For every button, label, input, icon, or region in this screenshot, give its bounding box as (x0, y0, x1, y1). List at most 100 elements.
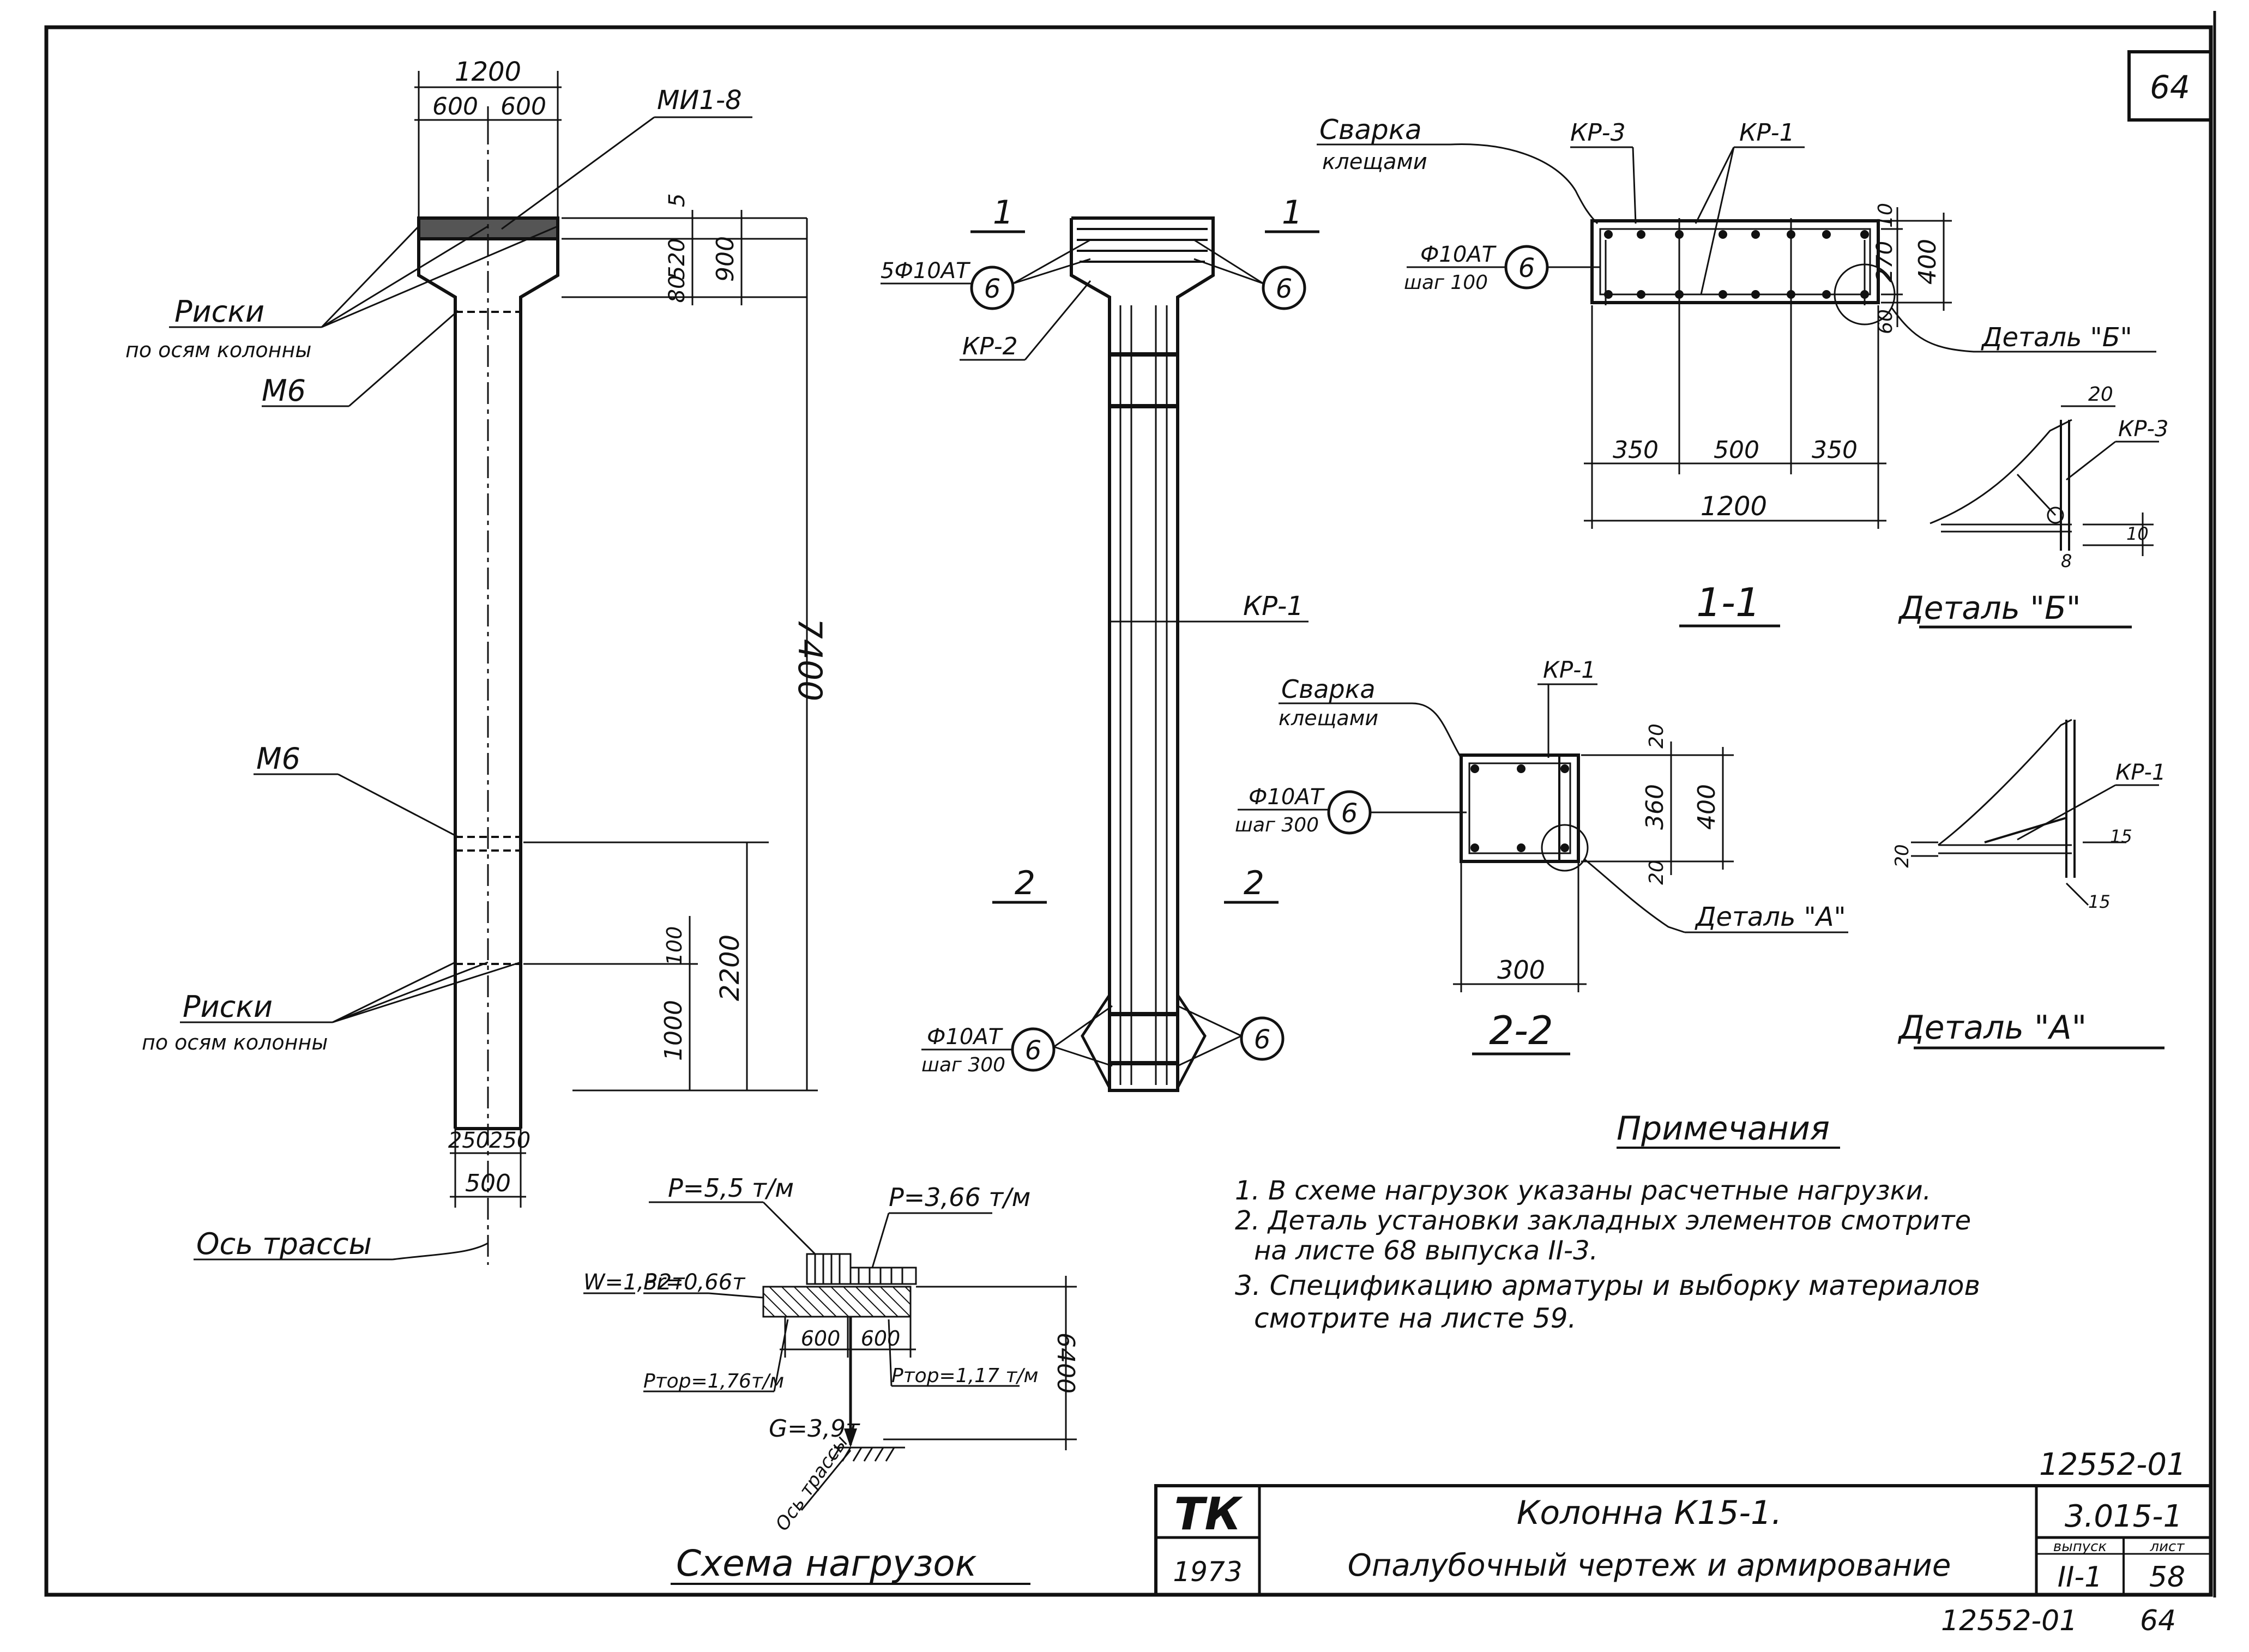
svg-text:6: 6 (1276, 274, 1293, 304)
risks-bottom-leaders (180, 961, 521, 1023)
title-code: 12552-01 (2039, 1447, 2186, 1482)
note-2b: на листе 68 выпуска II-3. (1254, 1235, 1598, 1266)
title-line1: Колонна К15-1. (1517, 1494, 1782, 1532)
load-dim-6400: 6400 (1052, 1333, 1080, 1394)
rebar-circle-bottom-left: 6 (1011, 1027, 1056, 1072)
svg-text:6: 6 (1518, 253, 1535, 284)
label-risks-bottom: Риски (183, 990, 273, 1024)
title-block: 12552-01 ТК 1973 Колонна К15-1. Опалубоч… (1154, 1447, 2212, 1596)
dim-head-a: 5 (665, 194, 690, 207)
label-weld-sub: клещами (1322, 149, 1427, 174)
dim-300-2-2: 300 (1497, 955, 1545, 985)
dim-1000: 1000 (660, 1000, 688, 1061)
rebar-circle-top-left: 6 (970, 266, 1015, 310)
section-mark-1-left: 1 (993, 194, 1014, 232)
note-3a: 3. Спецификацию арматуры и выборку матер… (1235, 1270, 1980, 1301)
dim-base-left: 250 (448, 1128, 490, 1153)
dim-top-left: 600 (432, 93, 478, 120)
dim-head-b: 520 (665, 238, 690, 280)
detail-a-dim-20: 20 (1891, 844, 1913, 867)
section-1-1-rebar-dots (1604, 230, 1869, 299)
dim-2200: 2200 (715, 934, 745, 1001)
rebar-circle-bottom-right: 6 (1240, 1016, 1285, 1061)
detail-b-dim-20: 20 (2088, 383, 2113, 406)
ground-hatch (800, 1446, 905, 1511)
dim-base-total: 500 (465, 1169, 511, 1197)
title-issue-value: II-1 (2058, 1561, 2103, 1594)
label-kr1: КР-1 (1739, 119, 1795, 147)
label-step-1-1: шаг 100 (1404, 272, 1488, 294)
detail-a-title: Деталь "А" (1897, 1009, 2087, 1047)
dim-500: 500 (1714, 436, 1759, 464)
bottom-sheet: 64 (2140, 1605, 2176, 1637)
load-arrows (806, 1253, 917, 1285)
label-plate: МИ1-8 (657, 85, 742, 116)
column-elevation: 1200 600 600 МИ1-8 5 520 80 900 Риски п (125, 57, 829, 1265)
label-risks-top-sub: по осям колонны (125, 338, 311, 362)
dim-100: 100 (662, 926, 686, 966)
section-mark-1-right: 1 (1282, 194, 1303, 232)
detail-b-kr3: КР-3 (2118, 417, 2168, 442)
label-m6-mid: М6 (256, 741, 300, 776)
detail-b-dim-10: 10 (2126, 523, 2149, 544)
dim-head-total: 900 (712, 236, 739, 282)
label-step-bottom: шаг 300 (921, 1054, 1005, 1076)
dim-360: 360 (1641, 784, 1669, 830)
load-hatch (762, 1286, 912, 1318)
load-p2: P=3,66 т/м (889, 1183, 1030, 1212)
label-m6-top: М6 (262, 373, 306, 408)
title-org: ТК (1174, 1488, 1244, 1540)
section-2-2-right-dims (1581, 741, 1734, 875)
load-dim-600a: 600 (801, 1327, 841, 1350)
detail-b-title: Деталь "Б" (1897, 589, 2081, 626)
label-rebar-1-1: Ф10АТ (1420, 242, 1497, 267)
label-kr2: КР-2 (962, 333, 1018, 360)
rebar-circle-top-right: 6 (1262, 266, 1306, 310)
section-1-1-bottom-dims (1584, 305, 1886, 529)
label-rebar-2-2: Ф10АТ (1249, 785, 1325, 810)
risks-top-leaders (169, 225, 558, 407)
load-g-arrow (844, 1428, 857, 1448)
base-dimensions (450, 1129, 526, 1208)
label-risks-bottom-sub: по осям колонны (142, 1030, 328, 1054)
title-line2: Опалубочный чертеж и армирование (1348, 1548, 1951, 1583)
detail-a-dim-15a: 15 (2110, 826, 2132, 847)
section-1-1: Сварка клещами КР-3 КР-1 6 Ф10АТ шаг 100… (1317, 114, 2156, 628)
detail-b-dim-8: 8 (2061, 551, 2072, 571)
label-kr1: КР-1 (1243, 591, 1304, 622)
dim-350a: 350 (1613, 436, 1659, 464)
label-kr3: КР-3 (1570, 119, 1626, 147)
dim-10: 10 (1874, 203, 1897, 228)
reinforcement-view: 1 1 6 6 5Ф10АТ КР-2 КР-1 2 2 (881, 194, 1319, 1092)
label-risks-top: Риски (174, 294, 264, 329)
title-year: 1973 (1173, 1556, 1242, 1588)
svg-text:6: 6 (984, 274, 1001, 304)
title-sheet-label: лист (2150, 1539, 2185, 1555)
svg-text:6: 6 (1341, 798, 1358, 829)
rebar-column-outline (1070, 216, 1238, 1092)
dim-height: 7400 (791, 618, 829, 702)
detail-b-ref: Деталь "Б" (1981, 322, 2132, 353)
label-kr1-2-2: КР-1 (1543, 656, 1596, 683)
rebar-column-base (1081, 994, 1207, 1089)
section-2-2-title: 2-2 (1489, 1008, 1553, 1053)
label-step-2-2: шаг 300 (1235, 814, 1319, 836)
load-pr: Pr=0,66т (643, 1270, 746, 1295)
dim-270: 270 (1872, 241, 1897, 282)
column-head (417, 123, 559, 1265)
note-3b: смотрите на листе 59. (1254, 1303, 1576, 1334)
sheet-number-box: 64 (2127, 50, 2212, 122)
top-dimensions (414, 71, 562, 218)
load-p1: P=5,5 т/м (668, 1173, 794, 1203)
bottom-code: 12552-01 (1941, 1605, 2077, 1637)
dim-400: 400 (1914, 239, 1942, 285)
load-scheme-title: Схема нагрузок (676, 1542, 977, 1584)
circle-leaders-bottom (1053, 1005, 1242, 1067)
label-rebar-top: 5Ф10АТ (881, 258, 971, 284)
dim-400-2-2: 400 (1693, 784, 1721, 830)
section-2-2-rebar-dots (1470, 764, 1569, 852)
load-scheme: P=5,5 т/м P=3,66 т/м W=1,32т Pr=0,66т 60… (583, 1173, 1080, 1585)
label-weld-2-2: Сварка (1281, 674, 1376, 704)
label-axis: Ось трассы (196, 1227, 372, 1261)
load-g: G=3,9т (769, 1415, 860, 1443)
